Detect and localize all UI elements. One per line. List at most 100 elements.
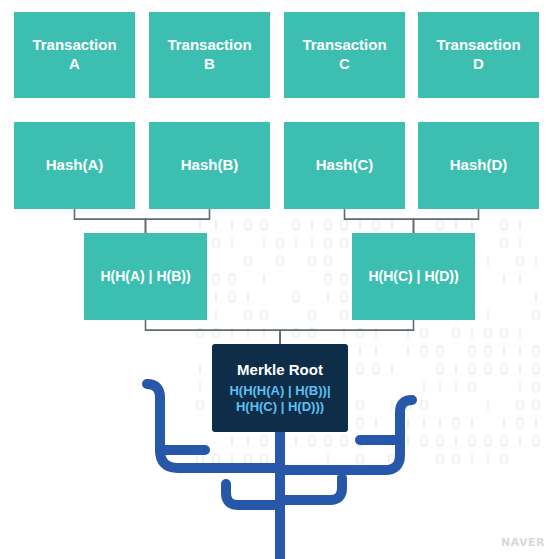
pattern-one	[375, 418, 377, 428]
pattern-one	[519, 436, 521, 446]
node-label: Merkle Root	[237, 361, 323, 380]
binary-pattern	[197, 220, 540, 464]
connector-bracket	[280, 320, 414, 344]
pattern-zero	[197, 454, 204, 464]
pattern-zero	[325, 220, 332, 230]
pattern-one	[247, 436, 249, 446]
pattern-zero	[469, 436, 476, 446]
pattern-zero	[421, 400, 428, 410]
pattern-zero	[469, 346, 476, 356]
pattern-zero	[261, 436, 268, 446]
pattern-one	[407, 418, 409, 428]
pattern-zero	[325, 238, 332, 248]
pattern-one	[391, 400, 393, 410]
pattern-one	[263, 238, 265, 248]
pattern-one	[231, 220, 233, 230]
pattern-zero	[421, 436, 428, 446]
node-label: Transaction B	[163, 36, 256, 74]
connector-bracket	[414, 209, 479, 233]
node-label: Hash(A)	[46, 156, 104, 175]
pattern-zero	[341, 436, 348, 446]
node-label: Transaction D	[432, 36, 525, 74]
pattern-zero	[469, 364, 476, 374]
connector-bracket	[75, 209, 146, 233]
node-label: H(H(C) | H(D))	[368, 268, 458, 286]
watermark: NAVER	[501, 536, 545, 549]
pattern-zero	[341, 310, 348, 320]
pattern-zero	[309, 436, 316, 446]
pattern-zero	[485, 364, 492, 374]
pattern-zero	[197, 400, 204, 410]
pattern-one	[535, 256, 537, 266]
pattern-zero	[453, 328, 460, 338]
connector-bracket	[146, 209, 210, 233]
pattern-one	[391, 364, 393, 374]
pattern-one	[199, 220, 201, 230]
pattern-one	[231, 238, 233, 248]
pattern-zero	[437, 454, 444, 464]
pattern-zero	[437, 220, 444, 230]
pattern-zero	[341, 220, 348, 230]
pattern-one	[327, 292, 329, 302]
pattern-one	[375, 346, 377, 356]
pattern-one	[503, 274, 505, 284]
pattern-zero	[325, 436, 332, 446]
pattern-zero	[373, 220, 380, 230]
pattern-one	[471, 220, 473, 230]
hash-box: Hash(A)	[14, 122, 135, 209]
pattern-one	[519, 328, 521, 338]
pattern-zero	[213, 454, 220, 464]
pattern-zero	[501, 454, 508, 464]
pattern-one	[471, 418, 473, 428]
connector-bracket	[146, 320, 281, 344]
node-label: Transaction A	[28, 36, 121, 74]
hash-box: H(H(C) | H(D))	[352, 233, 475, 320]
hash-box: Transaction B	[149, 12, 270, 98]
pattern-zero	[309, 310, 316, 320]
node-formula: H(H(H(A) | H(B))| H(H(C) | H(D)))	[216, 383, 344, 416]
pattern-zero	[325, 274, 332, 284]
tree-branch	[160, 445, 205, 455]
pattern-zero	[533, 400, 540, 410]
pattern-zero	[341, 292, 348, 302]
pattern-zero	[533, 382, 540, 392]
pattern-one	[231, 436, 233, 446]
pattern-one	[199, 382, 201, 392]
pattern-zero	[485, 328, 492, 338]
pattern-zero	[517, 400, 524, 410]
pattern-one	[327, 454, 329, 464]
pattern-zero	[357, 364, 364, 374]
pattern-one	[359, 346, 361, 356]
pattern-zero	[533, 364, 540, 374]
pattern-zero	[245, 256, 252, 266]
pattern-one	[535, 418, 537, 428]
pattern-one	[407, 346, 409, 356]
pattern-zero	[501, 238, 508, 248]
pattern-one	[407, 436, 409, 446]
pattern-zero	[357, 400, 364, 410]
pattern-zero	[373, 364, 380, 374]
pattern-zero	[517, 256, 524, 266]
pattern-one	[455, 364, 457, 374]
tree-branch	[360, 435, 400, 445]
pattern-zero	[485, 436, 492, 446]
pattern-one	[519, 346, 521, 356]
pattern-one	[503, 346, 505, 356]
pattern-zero	[229, 292, 236, 302]
pattern-one	[391, 220, 393, 230]
pattern-one	[519, 220, 521, 230]
pattern-one	[503, 418, 505, 428]
pattern-zero	[485, 346, 492, 356]
pattern-one	[231, 454, 233, 464]
pattern-zero	[261, 220, 268, 230]
pattern-zero	[501, 220, 508, 230]
pattern-one	[439, 382, 441, 392]
pattern-zero	[357, 418, 364, 428]
pattern-one	[519, 364, 521, 374]
hash-box: Transaction C	[284, 12, 405, 98]
pattern-zero	[501, 364, 508, 374]
pattern-one	[215, 220, 217, 230]
pattern-zero	[277, 238, 284, 248]
pattern-zero	[325, 256, 332, 266]
node-label: Hash(D)	[450, 156, 508, 175]
